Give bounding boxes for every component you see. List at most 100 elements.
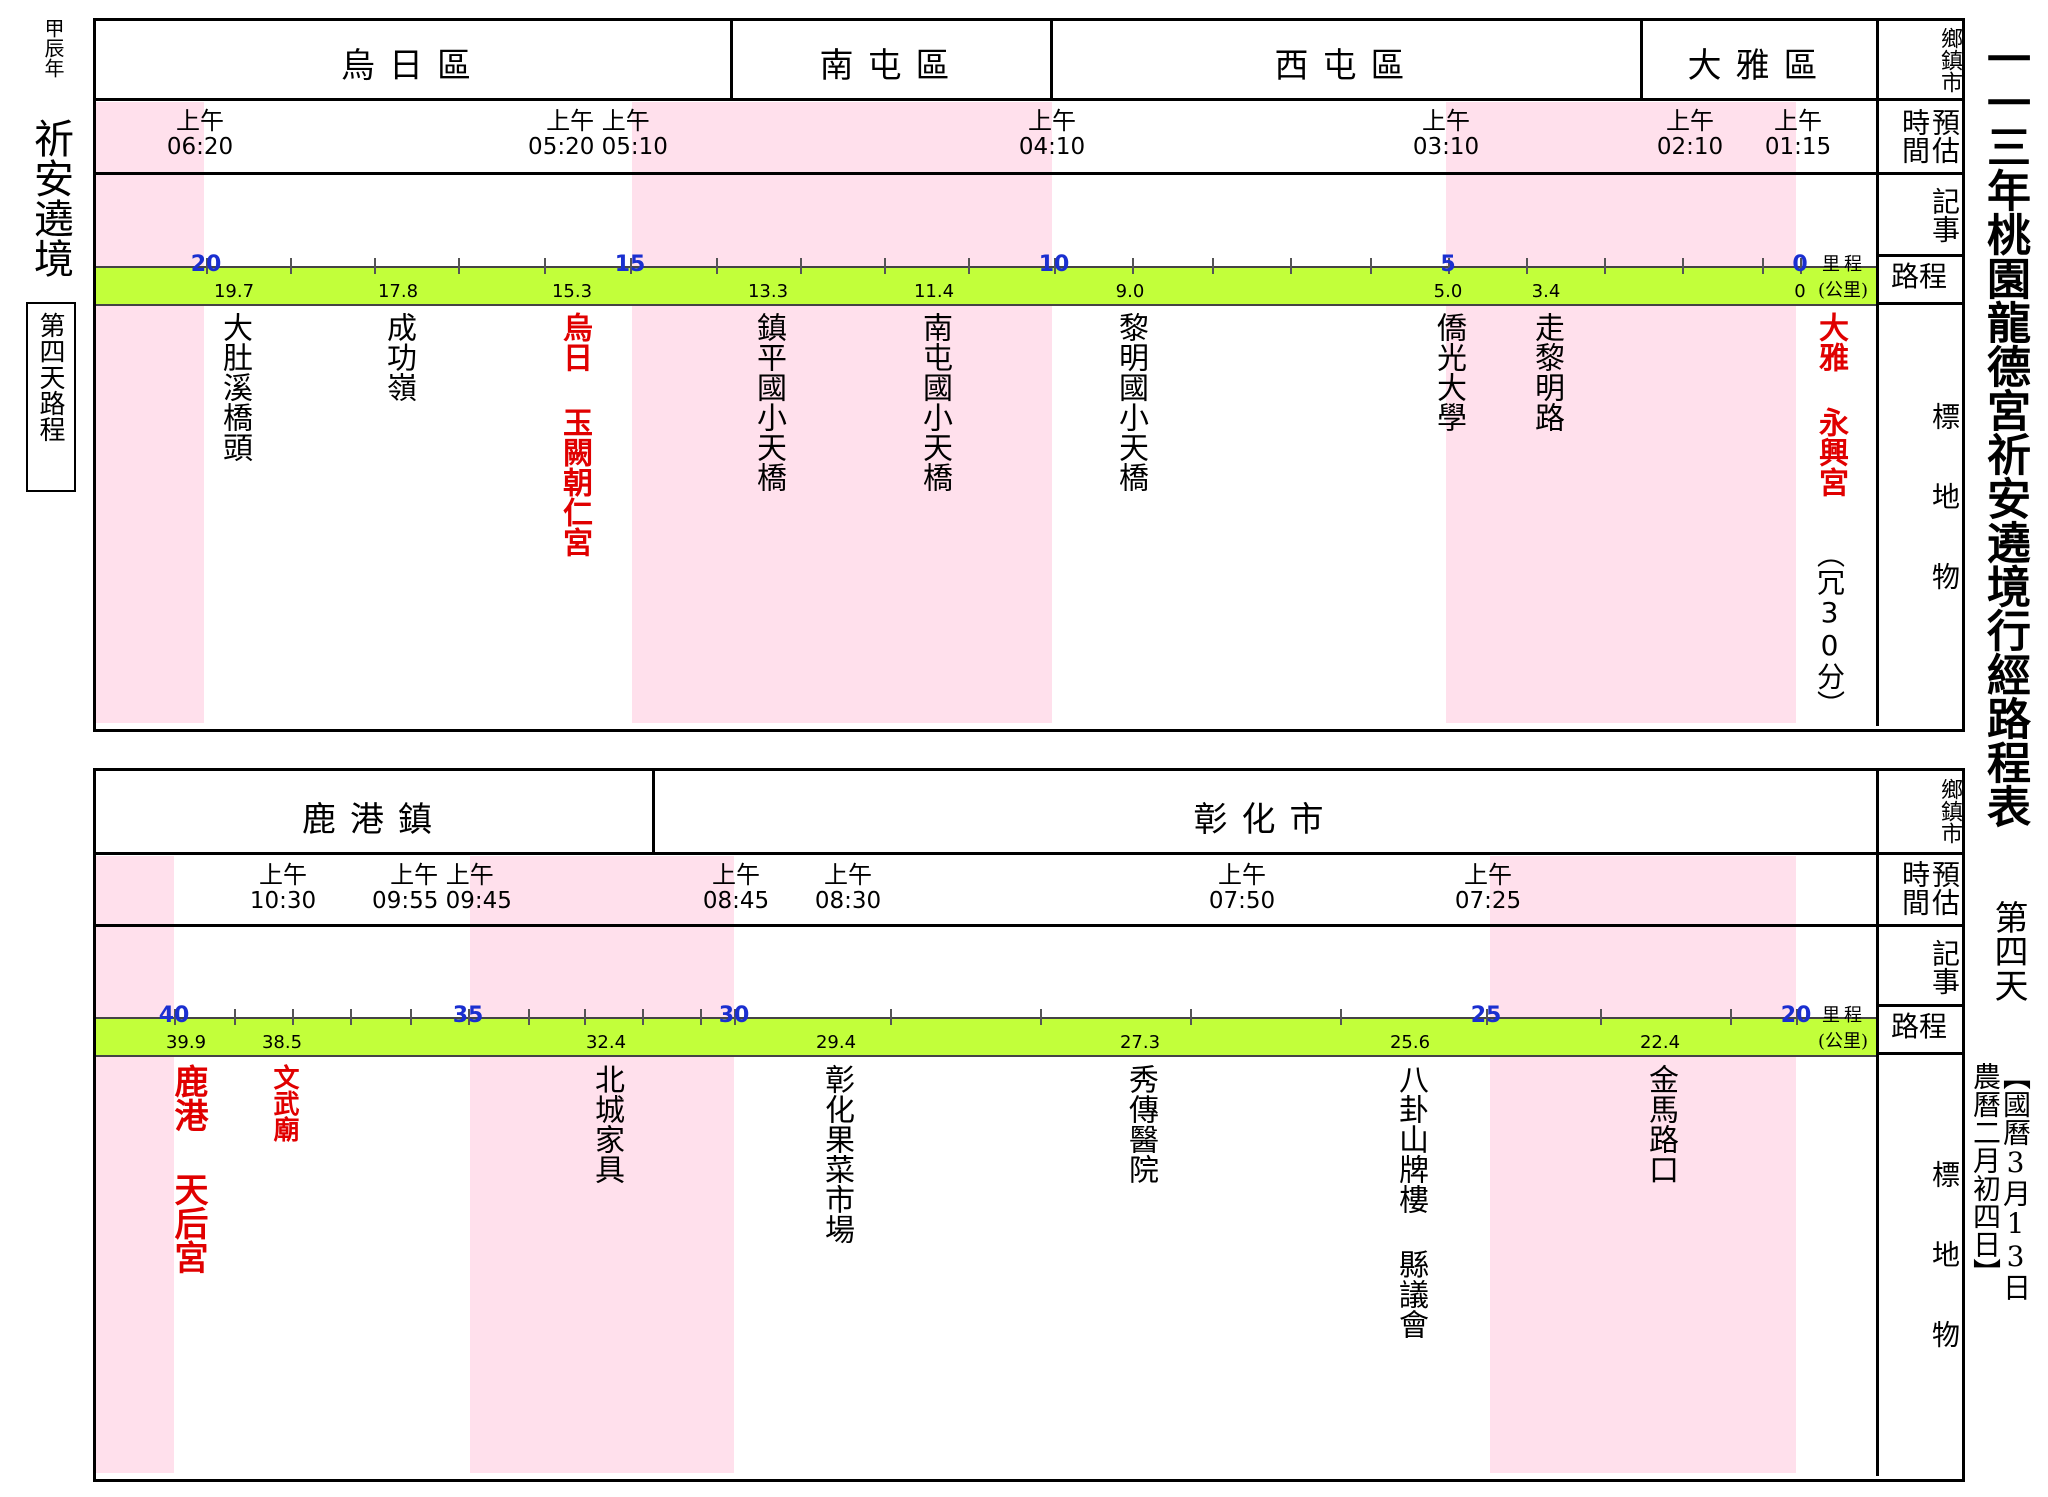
landmark: 鎮平國小天橋 bbox=[751, 312, 786, 492]
day-box-text: 第四天路程 bbox=[35, 312, 65, 442]
route-tick bbox=[800, 258, 802, 274]
time-label: 上午 bbox=[258, 861, 307, 889]
distance-value: 38.5 bbox=[261, 1032, 303, 1053]
time-value: 03:10 bbox=[1412, 134, 1480, 160]
time-value: 01:15 bbox=[1764, 134, 1832, 160]
row-label-note: 記事 bbox=[1928, 939, 1961, 995]
highlight-band bbox=[1446, 102, 1796, 723]
highlight-band bbox=[1490, 856, 1796, 1473]
time-value: 07:50 bbox=[1208, 888, 1276, 914]
district-nantun: 南屯區 bbox=[819, 46, 964, 86]
route-tick bbox=[1448, 258, 1450, 274]
row-label-time: 預估時間 bbox=[1898, 860, 1961, 916]
km-label: 里程 bbox=[1822, 1005, 1866, 1026]
distance-value: 29.4 bbox=[815, 1032, 857, 1053]
row-label-note: 記事 bbox=[1928, 187, 1961, 243]
district-lukang: 鹿港鎮 bbox=[302, 800, 446, 840]
district-xitun: 西屯區 bbox=[1274, 46, 1419, 86]
time-value: 04:10 bbox=[1018, 134, 1086, 160]
district-daya: 大雅區 bbox=[1687, 46, 1832, 86]
landmark: 僑光大學 bbox=[1431, 312, 1466, 432]
landmark-temple: 烏日 玉闕朝仁宮 bbox=[557, 312, 592, 557]
route-tick bbox=[410, 1009, 412, 1025]
landmark: 走黎明路 bbox=[1529, 312, 1564, 432]
district-wuri: 烏日區 bbox=[341, 46, 485, 86]
row-divider bbox=[1876, 1052, 1962, 1055]
route-tick bbox=[1796, 1009, 1798, 1025]
row-label-landmark: 標地物 bbox=[1928, 402, 1961, 642]
row-divider bbox=[1876, 254, 1962, 257]
row-divider bbox=[96, 98, 1962, 101]
distance-value: 27.3 bbox=[1119, 1032, 1161, 1053]
landmark: 秀傳醫院 bbox=[1123, 1064, 1158, 1184]
row-divider bbox=[96, 852, 1962, 855]
route-tick bbox=[468, 1009, 470, 1025]
row-label-township: 鄉鎮市 bbox=[1937, 27, 1962, 93]
row-divider bbox=[1876, 1004, 1962, 1007]
distance-value: 13.3 bbox=[747, 281, 789, 302]
distance-value: 19.7 bbox=[213, 281, 255, 302]
date-lunar: 農曆二月初四日】 bbox=[1969, 1062, 2002, 1286]
time-label: 上午 bbox=[1027, 107, 1076, 135]
route-tick bbox=[1190, 1009, 1192, 1025]
landmark-temple: 鹿港 天后宮 bbox=[168, 1064, 208, 1274]
time-value: 09:55 09:45 bbox=[372, 888, 512, 914]
route-tick bbox=[1682, 258, 1684, 274]
route-bar bbox=[96, 266, 1876, 306]
route-tick bbox=[458, 258, 460, 274]
route-tick bbox=[1526, 258, 1528, 274]
km-marker: 10 bbox=[1038, 252, 1070, 277]
row-divider bbox=[96, 924, 1962, 927]
route-bar bbox=[96, 1017, 1876, 1057]
landmark: 黎明國小天橋 bbox=[1113, 312, 1148, 492]
time-value: 07:25 bbox=[1454, 888, 1522, 914]
row-label-route: 路程 bbox=[1890, 1010, 1947, 1043]
time-label: 上午 bbox=[711, 861, 760, 889]
route-tick bbox=[630, 258, 632, 274]
distance-value: 17.8 bbox=[377, 281, 419, 302]
label-col-divider bbox=[1876, 771, 1879, 1476]
route-tick bbox=[234, 1009, 236, 1025]
landmark: 金馬路口 bbox=[1643, 1064, 1678, 1184]
landmark: 大肚溪橋頭 bbox=[217, 312, 252, 462]
route-tick bbox=[968, 258, 970, 274]
landmark: 八卦山牌樓 縣議會 bbox=[1393, 1064, 1428, 1339]
km-unit: (公里) bbox=[1818, 1031, 1869, 1052]
time-label: 上午 上午 bbox=[546, 107, 650, 135]
route-tick bbox=[1340, 1009, 1342, 1025]
distance-value: 3.4 bbox=[1531, 281, 1561, 302]
km-marker: 20 bbox=[190, 252, 222, 277]
landmark: 南屯國小天橋 bbox=[917, 312, 952, 492]
landmark: 成功嶺 bbox=[381, 312, 416, 402]
route-tick bbox=[890, 1009, 892, 1025]
row-label-time: 預估時間 bbox=[1898, 108, 1961, 164]
day-label: 第四天 bbox=[1988, 900, 2028, 1002]
district-changhua: 彰化市 bbox=[1193, 800, 1338, 840]
left-title: 祈安遶境 bbox=[27, 118, 73, 278]
km-marker: 15 bbox=[614, 252, 646, 277]
rest-note: （冗30分） bbox=[1813, 540, 1846, 718]
km-unit: (公里) bbox=[1818, 280, 1869, 301]
distance-value: 15.3 bbox=[551, 281, 593, 302]
route-tick bbox=[1486, 1009, 1488, 1025]
time-label: 上午 bbox=[1463, 861, 1512, 889]
distance-value: 5.0 bbox=[1433, 281, 1463, 302]
route-tick bbox=[1800, 258, 1802, 274]
time-label: 上午 上午 bbox=[390, 861, 494, 889]
km-marker: 0 bbox=[1792, 252, 1808, 277]
route-tick bbox=[292, 1009, 294, 1025]
route-tick bbox=[1604, 258, 1606, 274]
km-marker: 5 bbox=[1440, 252, 1456, 277]
route-tick bbox=[1054, 258, 1056, 274]
route-tick bbox=[584, 1009, 586, 1025]
route-tick bbox=[206, 258, 208, 274]
route-tick bbox=[290, 258, 292, 274]
row-label-landmark: 標地物 bbox=[1928, 1160, 1961, 1400]
